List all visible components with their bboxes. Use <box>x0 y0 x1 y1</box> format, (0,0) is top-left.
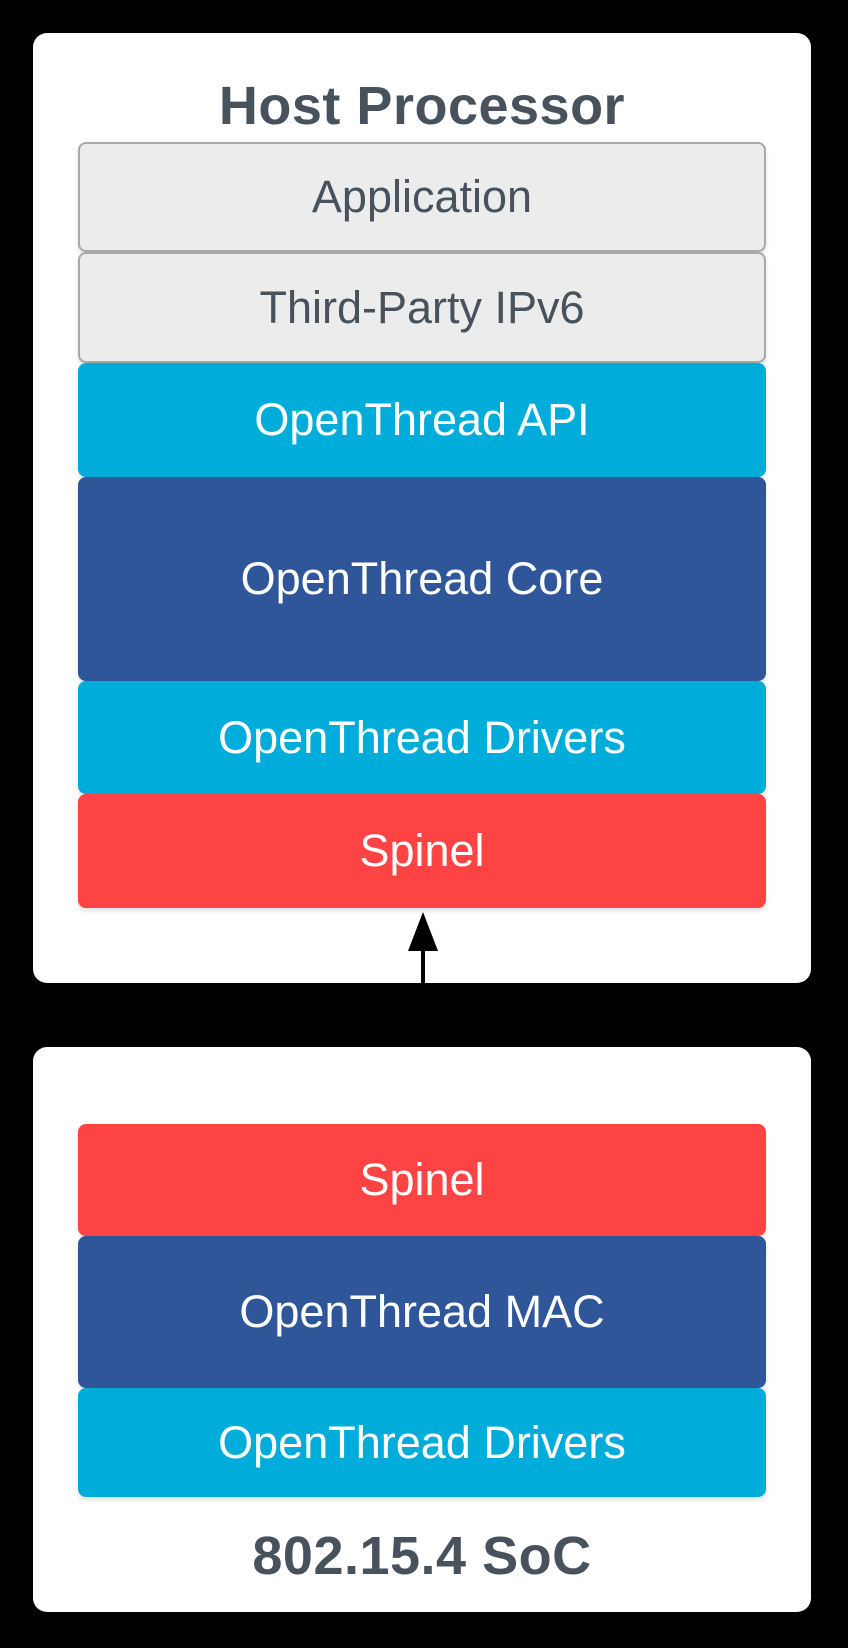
host-processor-panel: Host Processor Application Third-Party I… <box>33 33 811 983</box>
layer-spinel-host: Spinel <box>78 794 766 908</box>
layer-openthread-drivers-host: OpenThread Drivers <box>78 681 766 794</box>
layer-openthread-core-label: OpenThread Core <box>240 553 604 604</box>
layer-third-party-ipv6-label: Third-Party IPv6 <box>259 281 585 333</box>
layer-application: Application <box>78 142 766 252</box>
layer-openthread-core: OpenThread Core <box>78 477 766 681</box>
soc-title: 802.15.4 SoC <box>252 1526 592 1586</box>
layer-spinel-soc-label: Spinel <box>359 1154 485 1205</box>
layer-openthread-mac: OpenThread MAC <box>78 1236 766 1388</box>
layer-openthread-drivers-soc: OpenThread Drivers <box>78 1388 766 1497</box>
soc-layer-stack: Spinel OpenThread MAC OpenThread Drivers <box>78 1124 766 1497</box>
layer-openthread-drivers-host-label: OpenThread Drivers <box>218 711 626 763</box>
soc-panel: Spinel OpenThread MAC OpenThread Drivers… <box>33 1047 811 1612</box>
layer-openthread-api-label: OpenThread API <box>254 394 590 445</box>
layer-application-label: Application <box>311 171 533 222</box>
layer-openthread-drivers-soc-label: OpenThread Drivers <box>218 1416 626 1468</box>
layer-openthread-api: OpenThread API <box>78 363 766 477</box>
host-processor-title: Host Processor <box>218 76 626 136</box>
host-layer-stack: Application Third-Party IPv6 OpenThread … <box>78 142 766 908</box>
layer-third-party-ipv6: Third-Party IPv6 <box>78 252 766 363</box>
layer-spinel-soc: Spinel <box>78 1124 766 1236</box>
layer-openthread-mac-label: OpenThread MAC <box>239 1286 605 1337</box>
layer-spinel-host-label: Spinel <box>359 825 485 876</box>
